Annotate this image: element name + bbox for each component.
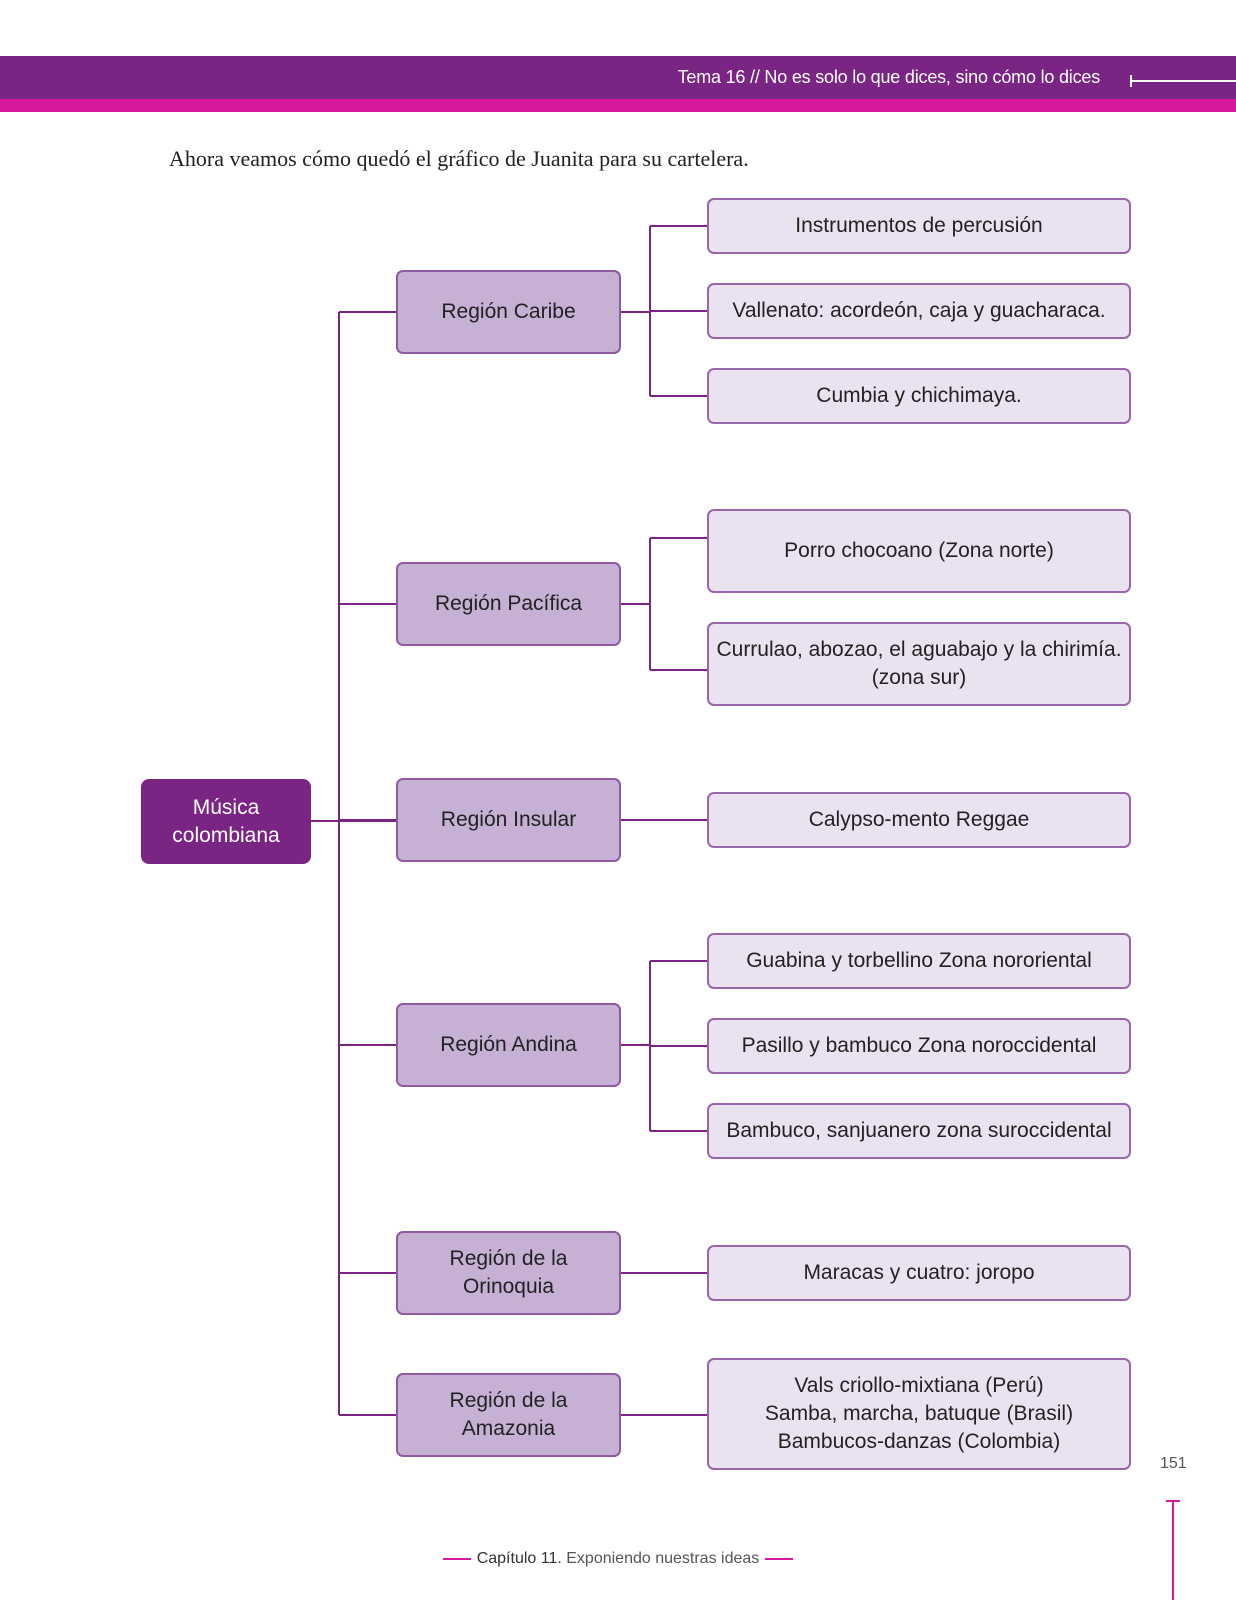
footer-rule-left xyxy=(442,1557,471,1560)
region-node-orinoquia: Región de la Orinoquia xyxy=(396,1231,621,1315)
header-stripe xyxy=(0,99,1236,112)
root-node: Música colombiana xyxy=(141,779,311,864)
header-title: Tema 16 // No es solo lo que dices, sino… xyxy=(677,67,1101,87)
header-bar xyxy=(0,56,1236,99)
region-node-andina: Región Andina xyxy=(396,1003,621,1087)
header-rule xyxy=(1130,80,1236,82)
leaf-node: Vals criollo-mixtiana (Perú) Samba, marc… xyxy=(707,1358,1131,1470)
footer-title: Exponiendo nuestras ideas xyxy=(566,1550,760,1567)
leaf-node: Calypso-mento Reggae xyxy=(707,792,1131,848)
page-number: 151 xyxy=(1160,1455,1187,1472)
leaf-node: Currulao, abozao, el aguabajo y la chiri… xyxy=(707,622,1131,706)
region-node-insular: Región Insular xyxy=(396,778,621,862)
footer-rule-right xyxy=(765,1557,794,1560)
header-tick xyxy=(1130,75,1132,87)
leaf-node: Maracas y cuatro: joropo xyxy=(707,1245,1131,1301)
region-node-amazonia: Región de la Amazonia xyxy=(396,1373,621,1457)
leaf-node: Vallenato: acordeón, caja y guacharaca. xyxy=(707,283,1131,339)
leaf-node: Instrumentos de percusión xyxy=(707,198,1131,254)
leaf-node: Cumbia y chichimaya. xyxy=(707,368,1131,424)
margin-rule xyxy=(1172,1500,1174,1600)
footer-chapter: Capítulo 11. xyxy=(476,1550,562,1567)
leaf-node: Pasillo y bambuco Zona noroccidental xyxy=(707,1018,1131,1074)
footer: Capítulo 11. Exponiendo nuestras ideas xyxy=(0,1550,1236,1568)
region-node-caribe: Región Caribe xyxy=(396,270,621,354)
leaf-node: Guabina y torbellino Zona nororiental xyxy=(707,933,1131,989)
region-node-pacifica: Región Pacífica xyxy=(396,562,621,646)
leaf-node: Bambuco, sanjuanero zona suroccidental xyxy=(707,1103,1131,1159)
intro-text: Ahora veamos cómo quedó el gráfico de Ju… xyxy=(169,146,749,171)
leaf-node: Porro chocoano (Zona norte) xyxy=(707,509,1131,593)
